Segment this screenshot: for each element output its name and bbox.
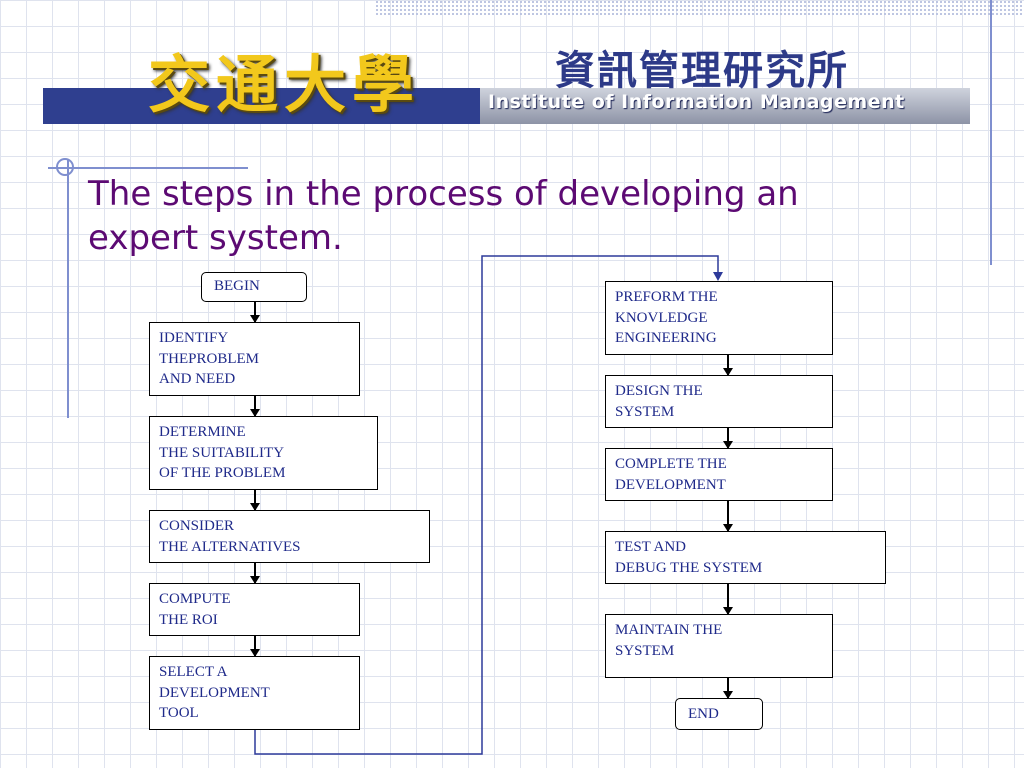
- institute-name-chinese: 資訊管理研究所: [555, 48, 849, 94]
- header-dot-pattern: [375, 0, 1024, 16]
- flow-arrow: [723, 501, 733, 532]
- begin-terminal: BEGIN: [201, 272, 307, 302]
- connector-line: [254, 255, 719, 755]
- step-compute-roi: COMPUTE THE ROI: [149, 583, 360, 636]
- institute-name-english: Institute of Information Management: [488, 91, 905, 113]
- flow-arrow: [250, 302, 260, 323]
- flow-arrow: [250, 490, 260, 511]
- step-design-system: DESIGN THE SYSTEM: [605, 375, 833, 428]
- flow-arrow: [723, 584, 733, 615]
- step-knowledge-engineering: PREFORM THE KNOVLEDGE ENGINEERING: [605, 281, 833, 355]
- flow-arrow: [250, 636, 260, 657]
- decorative-rule-left: [67, 160, 69, 418]
- step-select-tool: SELECT A DEVELOPMENT TOOL: [149, 656, 360, 730]
- step-maintain-system: MAINTAIN THE SYSTEM: [605, 614, 833, 678]
- university-logo: 交通大學: [148, 48, 421, 121]
- step-determine-suitability: DETERMINE THE SUITABILITY OF THE PROBLEM: [149, 416, 378, 490]
- slide-title: The steps in the process of developing a…: [88, 174, 799, 258]
- connector-arrowhead: [713, 272, 723, 281]
- step-complete-development: COMPLETE THE DEVELOPMENT: [605, 448, 833, 501]
- flow-arrow: [250, 563, 260, 584]
- step-identify-problem: IDENTIFY THEPROBLEM AND NEED: [149, 322, 360, 396]
- step-consider-alternatives: CONSIDER THE ALTERNATIVES: [149, 510, 430, 563]
- flow-arrow: [723, 678, 733, 699]
- decorative-rule-right: [990, 0, 992, 265]
- flow-arrow: [250, 396, 260, 417]
- decorative-circle: [56, 158, 74, 176]
- decorative-rule-title: [48, 167, 248, 169]
- flow-arrow: [723, 428, 733, 449]
- end-terminal: END: [675, 698, 763, 730]
- flow-arrow: [723, 355, 733, 376]
- step-test-debug: TEST AND DEBUG THE SYSTEM: [605, 531, 886, 584]
- header-banner-panel: [480, 88, 970, 124]
